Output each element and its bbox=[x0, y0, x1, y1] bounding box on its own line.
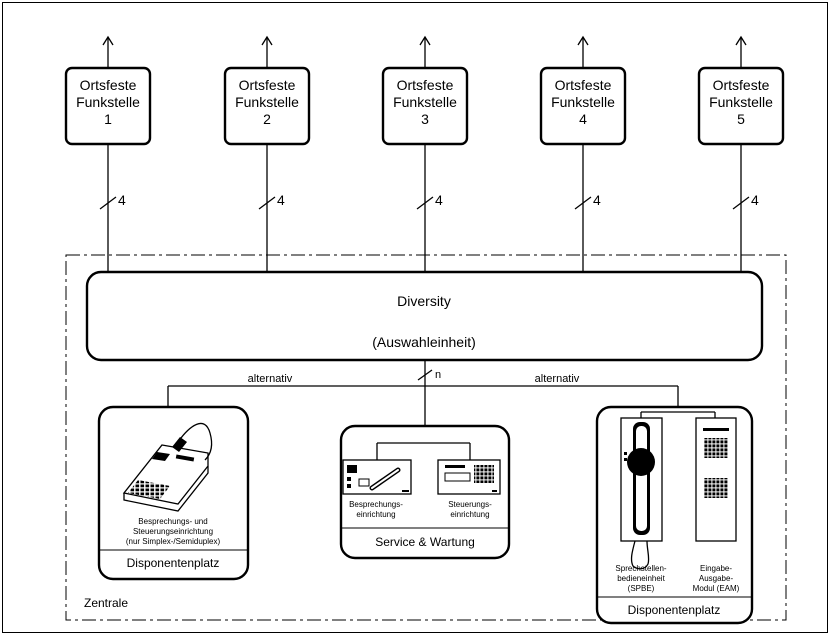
station-label-1: Ortsfeste bbox=[713, 77, 770, 93]
service-maintenance: Besprechungs- einrichtung Steuerungs- ei… bbox=[339, 424, 511, 560]
service-control-panel-icon bbox=[437, 459, 501, 495]
left-dispatch-place: Besprechungs- und Steuerungseinrichtung … bbox=[97, 405, 250, 581]
station-number: 2 bbox=[263, 111, 271, 127]
station-label-1: Ortsfeste bbox=[80, 77, 137, 93]
station-label-1: Ortsfeste bbox=[397, 77, 454, 93]
service-intercom-icon bbox=[342, 459, 412, 495]
bus-slash-icon bbox=[416, 196, 434, 210]
service-right-line2: einrichtung bbox=[450, 510, 489, 519]
line-count: 4 bbox=[593, 192, 601, 208]
arrow-up-icon bbox=[261, 35, 273, 46]
station-number: 4 bbox=[579, 111, 587, 127]
bus-slash-icon bbox=[99, 196, 117, 210]
station-label-2: Funkstelle bbox=[393, 94, 457, 110]
line-count: 4 bbox=[435, 192, 443, 208]
bus-slash-icon bbox=[258, 196, 276, 210]
spbe-line2: bedieneinheit bbox=[617, 574, 665, 583]
arrow-up-icon bbox=[419, 35, 431, 46]
diversity-title: Diversity bbox=[397, 293, 451, 309]
station-5: Ortsfeste Funkstelle 5 4 bbox=[697, 35, 785, 272]
station-label-2: Funkstelle bbox=[551, 94, 615, 110]
left-dispatch-box bbox=[97, 405, 250, 581]
line-count: 4 bbox=[277, 192, 285, 208]
station-number: 3 bbox=[421, 111, 429, 127]
service-left-line1: Besprechungs- bbox=[349, 500, 403, 509]
bus-slash-icon bbox=[417, 369, 433, 381]
station-4: Ortsfeste Funkstelle 4 4 bbox=[539, 35, 627, 272]
bus-n-label: n bbox=[435, 369, 441, 381]
station-label-2: Funkstelle bbox=[76, 94, 140, 110]
station-number: 5 bbox=[737, 111, 745, 127]
line-count: 4 bbox=[751, 192, 759, 208]
zentrale-label: Zentrale bbox=[84, 596, 128, 610]
right-dispatch-place: Sprechstellen- bedieneinheit (SPBE) Eing… bbox=[595, 405, 754, 625]
bus-slash-icon bbox=[574, 196, 592, 210]
diversity-subtitle: (Auswahleinheit) bbox=[372, 334, 476, 350]
arrow-up-icon bbox=[102, 35, 114, 46]
station-label-1: Ortsfeste bbox=[555, 77, 612, 93]
spbe-line3: (SPBE) bbox=[628, 584, 655, 593]
station-1: Ortsfeste Funkstelle 1 4 bbox=[64, 35, 152, 272]
arrow-up-icon bbox=[735, 35, 747, 46]
alternativ-left-label: alternativ bbox=[248, 373, 293, 385]
service-right-line1: Steuerungs- bbox=[448, 500, 492, 509]
left-dispatch-title: Disponentenplatz bbox=[127, 556, 220, 570]
station-2: Ortsfeste Funkstelle 2 4 bbox=[223, 35, 311, 272]
service-box bbox=[339, 424, 511, 560]
arrow-up-icon bbox=[577, 35, 589, 46]
service-left-line2: einrichtung bbox=[356, 510, 395, 519]
station-label-1: Ortsfeste bbox=[239, 77, 296, 93]
telephone-handset-icon bbox=[620, 417, 663, 570]
alternativ-right-label: alternativ bbox=[535, 373, 580, 385]
desk-console-icon bbox=[122, 422, 213, 512]
eam-line1: Eingabe- bbox=[700, 564, 732, 573]
spbe-line1: Sprechstellen- bbox=[615, 564, 666, 573]
left-desc-line2: Steuerungseinrichtung bbox=[133, 527, 213, 536]
zentrale-boundary bbox=[65, 254, 787, 621]
station-number: 1 bbox=[104, 111, 112, 127]
bus-slash-icon bbox=[732, 196, 750, 210]
left-desc-line1: Besprechungs- und bbox=[138, 517, 207, 526]
station-3: Ortsfeste Funkstelle 3 4 bbox=[381, 35, 469, 272]
line-count: 4 bbox=[118, 192, 126, 208]
right-dispatch-title: Disponentenplatz bbox=[628, 603, 721, 617]
station-label-2: Funkstelle bbox=[235, 94, 299, 110]
eam-line3: Modul (EAM) bbox=[693, 584, 740, 593]
station-label-2: Funkstelle bbox=[709, 94, 773, 110]
service-title: Service & Wartung bbox=[375, 535, 475, 549]
left-desc-line3: (nur Simplex-/Semiduplex) bbox=[126, 537, 221, 546]
io-module-icon bbox=[695, 417, 737, 542]
eam-line2: Ausgabe- bbox=[699, 574, 734, 583]
